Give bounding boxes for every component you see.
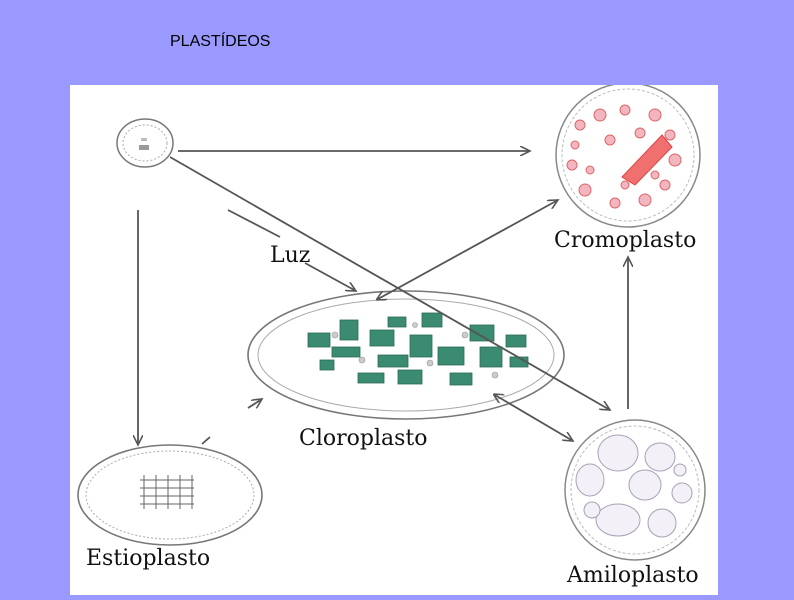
amiloplasto-label: Amiloplasto [566, 563, 699, 588]
cloroplasto-cell [247, 290, 565, 420]
slide-title: PLASTÍDEOS [170, 33, 271, 50]
luz-label: Luz [270, 243, 310, 268]
proplastid-cell [116, 118, 174, 168]
estioplasto-label: Estioplasto [86, 546, 210, 571]
cloroplasto-label: Cloroplasto [299, 426, 428, 451]
amiloplasto-cell [564, 419, 706, 561]
cromoplasto-cell [555, 82, 701, 228]
estioplasto-cell [77, 444, 263, 546]
plastid-diagram: Luz Cromoplasto Cloroplasto Estioplasto … [70, 82, 718, 595]
cromoplasto-label: Cromoplasto [554, 228, 696, 253]
